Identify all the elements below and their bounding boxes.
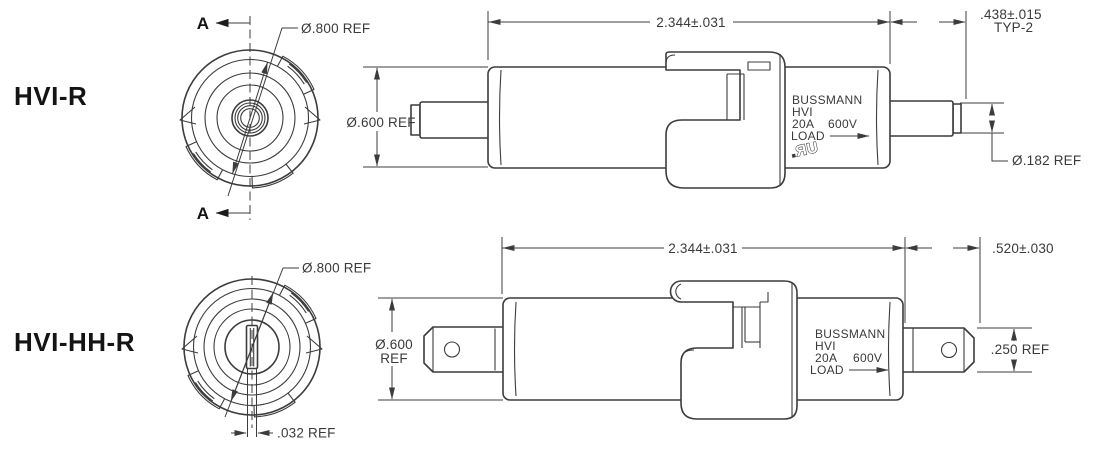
pin-end-ring-outer bbox=[231, 99, 269, 137]
slot-width-dim: .032 REF bbox=[277, 426, 336, 441]
marking-series: HVI bbox=[792, 105, 813, 119]
dia800-label-top: Ø.800 REF bbox=[301, 21, 370, 36]
section-label-bottom: A bbox=[197, 204, 209, 223]
front-ring-4 bbox=[216, 84, 284, 152]
top-drawing: HVI-R A A Ø.800 REF bbox=[14, 7, 1081, 223]
model-label-top: HVI-R bbox=[14, 81, 87, 111]
dia800-label-bottom: Ø.800 REF bbox=[302, 261, 371, 276]
overall-length-dim-top: 2.344±.031 bbox=[656, 15, 725, 30]
marking-load: LOAD bbox=[791, 129, 825, 143]
mounting-clip-top-details bbox=[665, 54, 781, 186]
marking-brand-b: BUSSMANN bbox=[815, 327, 885, 341]
top-dimensions: 2.344±.031 .438±.015 TYP-2 Ø.600 REF Ø.1… bbox=[346, 7, 1081, 168]
body-right-face-line-b bbox=[887, 301, 891, 397]
svg-text:ЯU: ЯU bbox=[794, 139, 820, 160]
terminal-length-note-top: TYP-2 bbox=[994, 20, 1033, 35]
right-pin bbox=[887, 100, 954, 137]
pin-end-ring-3 bbox=[237, 105, 263, 131]
bottom-side-view: BUSSMANN HVI 20A 600V LOAD bbox=[423, 280, 975, 420]
marking-brand: BUSSMANN bbox=[792, 93, 862, 107]
bottom-drawing: HVI-HH-R .032 REF Ø.800 REF bbox=[14, 237, 1054, 441]
marking-series-b: HVI bbox=[815, 339, 836, 353]
pin-end-ring-2 bbox=[234, 102, 266, 134]
front-ring-3 bbox=[204, 72, 296, 164]
left-blade-terminal bbox=[423, 326, 511, 373]
body-left-face-line-b bbox=[513, 301, 517, 397]
blade-slot bbox=[245, 324, 259, 370]
terminal-diameter-dim-top: Ø.182 REF bbox=[1012, 153, 1081, 168]
marking-volts: 600V bbox=[828, 117, 857, 131]
overall-length-dim-bottom: 2.344±.031 bbox=[668, 241, 737, 256]
body-right-face-line bbox=[875, 69, 879, 166]
top-front-view: A A Ø.800 REF bbox=[179, 14, 370, 223]
left-pin bbox=[419, 101, 491, 139]
top-side-view: BUSSMANN HVI 20A 600V LOAD ЯU bbox=[410, 51, 962, 189]
blade-height-dim: .250 REF bbox=[991, 342, 1050, 357]
terminal-length-dim-bottom: .520±.030 bbox=[992, 241, 1054, 256]
right-blade-terminal bbox=[897, 327, 975, 373]
marking-volts-b: 600V bbox=[853, 351, 882, 365]
body-diameter-dim-top: Ø.600 REF bbox=[346, 115, 415, 130]
bottom-front-view: .032 REF Ø.800 REF bbox=[181, 261, 371, 441]
mounting-clip-bottom-details bbox=[675, 283, 793, 417]
marking-amps-b: 20A bbox=[815, 351, 837, 365]
dia800-arrow-down bbox=[232, 117, 251, 174]
mounting-clip-top bbox=[665, 51, 786, 189]
right-pin-cap bbox=[952, 103, 962, 134]
front-ring-4b bbox=[213, 308, 291, 386]
body-diameter-dim-bottom-1: Ø.600 bbox=[375, 337, 413, 352]
marking-amps: 20A bbox=[792, 117, 814, 131]
body-diameter-dim-bottom-2: REF bbox=[380, 351, 408, 366]
bottom-dimensions: 2.344±.031 .520±.030 Ø.600 REF .250 REF bbox=[375, 237, 1054, 401]
dia800-arrow-up bbox=[249, 62, 268, 119]
marking-load-b: LOAD bbox=[810, 363, 844, 377]
section-label-top: A bbox=[197, 14, 209, 33]
body-left-face-line bbox=[498, 69, 502, 166]
terminal-length-dim-top: .438±.015 bbox=[980, 7, 1042, 22]
front-ring-3b bbox=[203, 298, 301, 396]
model-label-bottom: HVI-HH-R bbox=[14, 327, 135, 357]
ul-recognized-icon: ЯU bbox=[791, 138, 820, 161]
blade-boss-ring bbox=[224, 319, 280, 375]
